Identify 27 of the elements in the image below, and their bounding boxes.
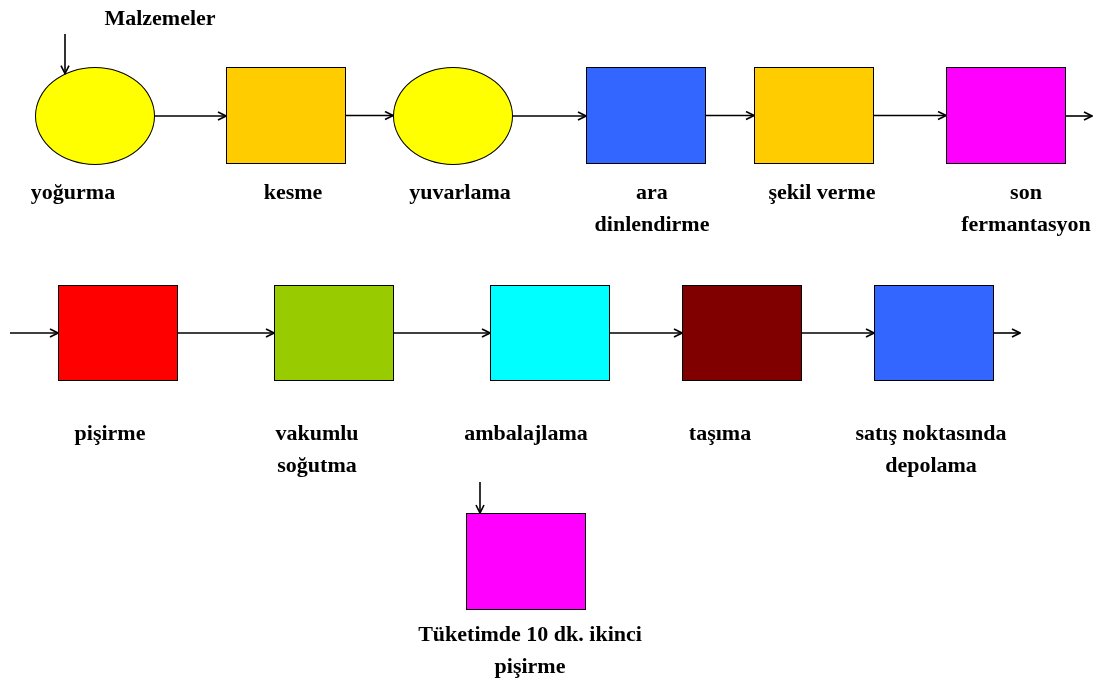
step-label: vakumlu soğutma xyxy=(274,419,360,479)
arrow xyxy=(801,328,875,338)
arrow xyxy=(1065,111,1093,121)
input-label: Malzemeler xyxy=(103,4,217,32)
step-label: son fermantasyon xyxy=(960,178,1092,238)
step-label: ara dinlendirme xyxy=(593,178,711,238)
arrow xyxy=(705,110,755,121)
arrow xyxy=(154,111,227,121)
arrow xyxy=(475,481,485,514)
arrow xyxy=(60,33,70,75)
step-label: kesme xyxy=(262,178,324,206)
step-label: yoğurma xyxy=(29,178,117,206)
step-label: ambalajlama xyxy=(463,419,589,447)
step-label: taşıma xyxy=(687,419,753,447)
step-label: Tüketimde 10 dk. ikinci pişirme xyxy=(417,620,643,680)
step-label: pişirme xyxy=(73,419,147,447)
arrow xyxy=(177,328,275,338)
arrow xyxy=(993,328,1021,338)
step-label: yuvarlama xyxy=(408,178,512,206)
arrow xyxy=(873,110,947,121)
arrow xyxy=(9,328,59,338)
arrow xyxy=(609,328,683,338)
step-label: satış noktasında depolama xyxy=(854,419,1008,479)
arrow xyxy=(345,110,394,121)
arrow xyxy=(512,111,587,121)
step-label: şekil verme xyxy=(767,178,877,206)
arrow xyxy=(393,328,491,338)
